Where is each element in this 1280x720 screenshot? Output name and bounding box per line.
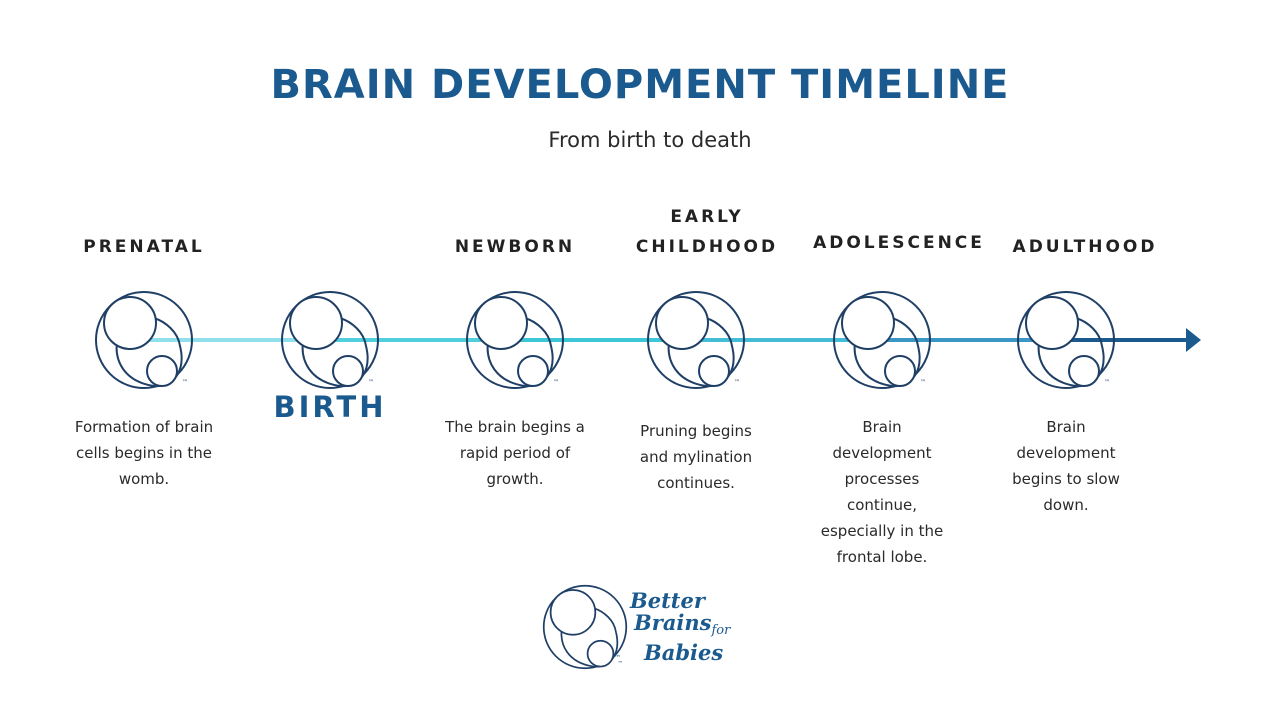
stage-desc-adolescence: Brain development processes continue, es… bbox=[820, 418, 944, 566]
stage-label-prenatal: PRENATAL bbox=[83, 237, 205, 257]
brain-logo-icon bbox=[281, 291, 379, 389]
birth-label: BIRTH bbox=[273, 390, 387, 424]
logo-line-brains: Brainsfor bbox=[630, 612, 730, 642]
stage-label-adolescence: ADOLESCENCE bbox=[813, 233, 985, 253]
brain-logo-icon bbox=[95, 291, 193, 389]
logo-word-brains: Brains bbox=[634, 610, 712, 635]
brain-logo-icon bbox=[833, 291, 931, 389]
stage-label-adulthood: ADULTHOOD bbox=[1012, 237, 1158, 257]
stage-label-early-childhood: EARLY CHILDHOOD bbox=[635, 207, 779, 257]
brain-logo-icon bbox=[1017, 291, 1115, 389]
arrow-head-icon bbox=[1186, 328, 1201, 352]
stage-desc-early-childhood: Pruning begins and mylination continues. bbox=[639, 422, 753, 492]
stage-desc-prenatal: Formation of brain cells begins in the w… bbox=[74, 418, 214, 488]
logo-line-babies: Babies bbox=[644, 640, 724, 665]
brand-logo-text: Better Brainsfor Babies bbox=[630, 590, 730, 664]
stage-desc-newborn: The brain begins a rapid period of growt… bbox=[445, 418, 585, 488]
stage-desc-adulthood: Brain development begins to slow down. bbox=[1012, 418, 1120, 514]
page-subtitle: From birth to death bbox=[548, 128, 752, 152]
logo-line-better: Better bbox=[630, 588, 705, 613]
page-title: BRAIN DEVELOPMENT TIMELINE bbox=[270, 62, 1010, 108]
logo-trademark: ™ bbox=[614, 654, 621, 662]
logo-word-for: for bbox=[711, 623, 731, 638]
brain-logo-icon bbox=[466, 291, 564, 389]
stage-label-newborn: NEWBORN bbox=[454, 237, 576, 257]
brain-logo-icon bbox=[647, 291, 745, 389]
